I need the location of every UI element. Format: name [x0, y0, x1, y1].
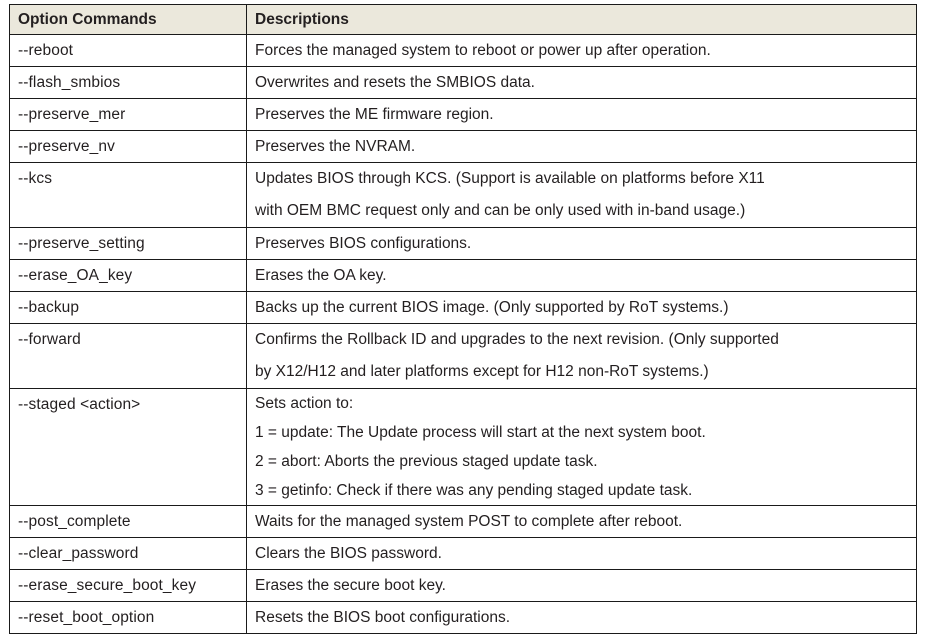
column-header-descriptions: Descriptions	[246, 4, 917, 35]
table-row: --staged <action> Sets action to: 1 = upda…	[9, 388, 917, 506]
table-row: --kcs Updates BIOS through KCS. (Support …	[9, 162, 917, 228]
cell-option-command: --forward	[9, 323, 247, 389]
cell-description: Preserves BIOS configurations.	[246, 227, 917, 260]
cell-description: Forces the managed system to reboot or p…	[246, 34, 917, 67]
description-line: 1 = update: The Update process will star…	[255, 424, 706, 441]
cell-description: Erases the OA key.	[246, 259, 917, 292]
cell-description: Backs up the current BIOS image. (Only s…	[246, 291, 917, 324]
cell-description: Erases the secure boot key.	[246, 569, 917, 602]
cell-option-command: --flash_smbios	[9, 66, 247, 99]
table-header-row: Option Commands Descriptions	[9, 4, 917, 35]
cell-description: Updates BIOS through KCS. (Support is av…	[246, 162, 917, 228]
cell-option-command: --preserve_mer	[9, 98, 247, 131]
description-line: Updates BIOS through KCS. (Support is av…	[255, 170, 765, 187]
cell-description: Clears the BIOS password.	[246, 537, 917, 570]
cell-option-command: --clear_password	[9, 537, 247, 570]
description-line: with OEM BMC request only and can be onl…	[255, 202, 746, 219]
description-line: by X12/H12 and later platforms except fo…	[255, 363, 709, 380]
cell-option-command: --preserve_setting	[9, 227, 247, 260]
description-line: Confirms the Rollback ID and upgrades to…	[255, 331, 779, 348]
cell-option-command: --preserve_nv	[9, 130, 247, 163]
cell-option-command: --staged <action>	[9, 388, 247, 506]
cell-description: Preserves the ME firmware region.	[246, 98, 917, 131]
description-line: Sets action to:	[255, 395, 354, 412]
cell-option-command: --post_complete	[9, 505, 247, 538]
table-header: Option Commands Descriptions	[9, 4, 917, 35]
cell-description: Preserves the NVRAM.	[246, 130, 917, 163]
cell-option-command: --kcs	[9, 162, 247, 228]
cell-description: Confirms the Rollback ID and upgrades to…	[246, 323, 917, 389]
cell-description: Sets action to: 1 = update: The Update pr…	[246, 388, 917, 506]
cell-option-command: --erase_secure_boot_key	[9, 569, 247, 602]
cell-description: Resets the BIOS boot configurations.	[246, 601, 917, 634]
column-header-option-commands: Option Commands	[9, 4, 247, 35]
cell-description: Overwrites and resets the SMBIOS data.	[246, 66, 917, 99]
cell-option-command: --erase_OA_key	[9, 259, 247, 292]
description-line: 2 = abort: Aborts the previous staged up…	[255, 453, 598, 470]
cell-option-command: --reset_boot_option	[9, 601, 247, 634]
cell-option-command: --reboot	[9, 34, 247, 67]
cell-description: Waits for the managed system POST to com…	[246, 505, 917, 538]
table-row: --forward Confirms the Rollback ID and up…	[9, 323, 917, 389]
description-line: 3 = getinfo: Check if there was any pend…	[255, 482, 693, 499]
cell-option-command: --backup	[9, 291, 247, 324]
